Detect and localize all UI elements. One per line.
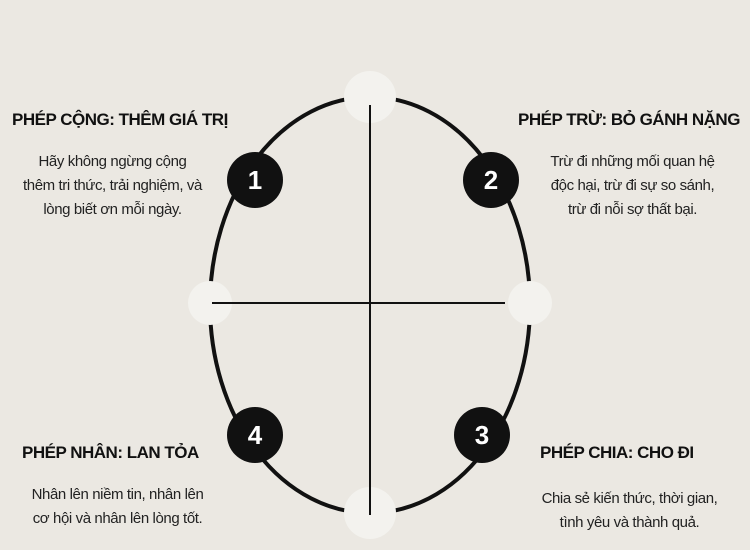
step-1-badge: 1 bbox=[227, 152, 283, 208]
step-2-title: PHÉP TRỪ: BỎ GÁNH NẶNG bbox=[518, 110, 740, 129]
description-line: lòng biết ơn mỗi ngày. bbox=[43, 201, 182, 218]
step-4-title: PHÉP NHÂN: LAN TỎA bbox=[22, 443, 199, 462]
step-4-badge: 4 bbox=[227, 407, 283, 463]
description-line: độc hại, trừ đi sự so sánh, bbox=[550, 177, 715, 194]
step-3-description: Chia sẻ kiến thức, thời gian, tình yêu v… bbox=[522, 487, 737, 535]
description-line: Chia sẻ kiến thức, thời gian, bbox=[541, 490, 718, 507]
description-line: Hãy không ngừng cộng bbox=[38, 153, 187, 170]
step-1-description: Hãy không ngừng cộng thêm tri thức, trải… bbox=[0, 150, 225, 222]
description-line: cơ hội và nhân lên lòng tốt. bbox=[32, 510, 203, 527]
step-3-title: PHÉP CHIA: CHO ĐI bbox=[540, 443, 694, 462]
ring-gap-top bbox=[344, 71, 396, 123]
description-line: Nhân lên niềm tin, nhân lên bbox=[31, 486, 204, 503]
description-line: trừ đi nỗi sợ thất bại. bbox=[567, 201, 698, 218]
description-line: Trừ đi những mối quan hệ bbox=[550, 153, 715, 170]
step-2-badge: 2 bbox=[463, 152, 519, 208]
description-line: thêm tri thức, trải nghiệm, và bbox=[23, 177, 202, 194]
step-2-description: Trừ đi những mối quan hệ độc hại, trừ đi… bbox=[520, 150, 745, 222]
step-3-badge: 3 bbox=[454, 407, 510, 463]
ring-gap-left bbox=[188, 281, 232, 325]
step-4-description: Nhân lên niềm tin, nhân lên cơ hội và nh… bbox=[10, 483, 225, 531]
description-line: tình yêu và thành quả. bbox=[559, 514, 700, 531]
step-1-title: PHÉP CỘNG: THÊM GIÁ TRỊ bbox=[12, 110, 228, 129]
ring-gap-right bbox=[508, 281, 552, 325]
